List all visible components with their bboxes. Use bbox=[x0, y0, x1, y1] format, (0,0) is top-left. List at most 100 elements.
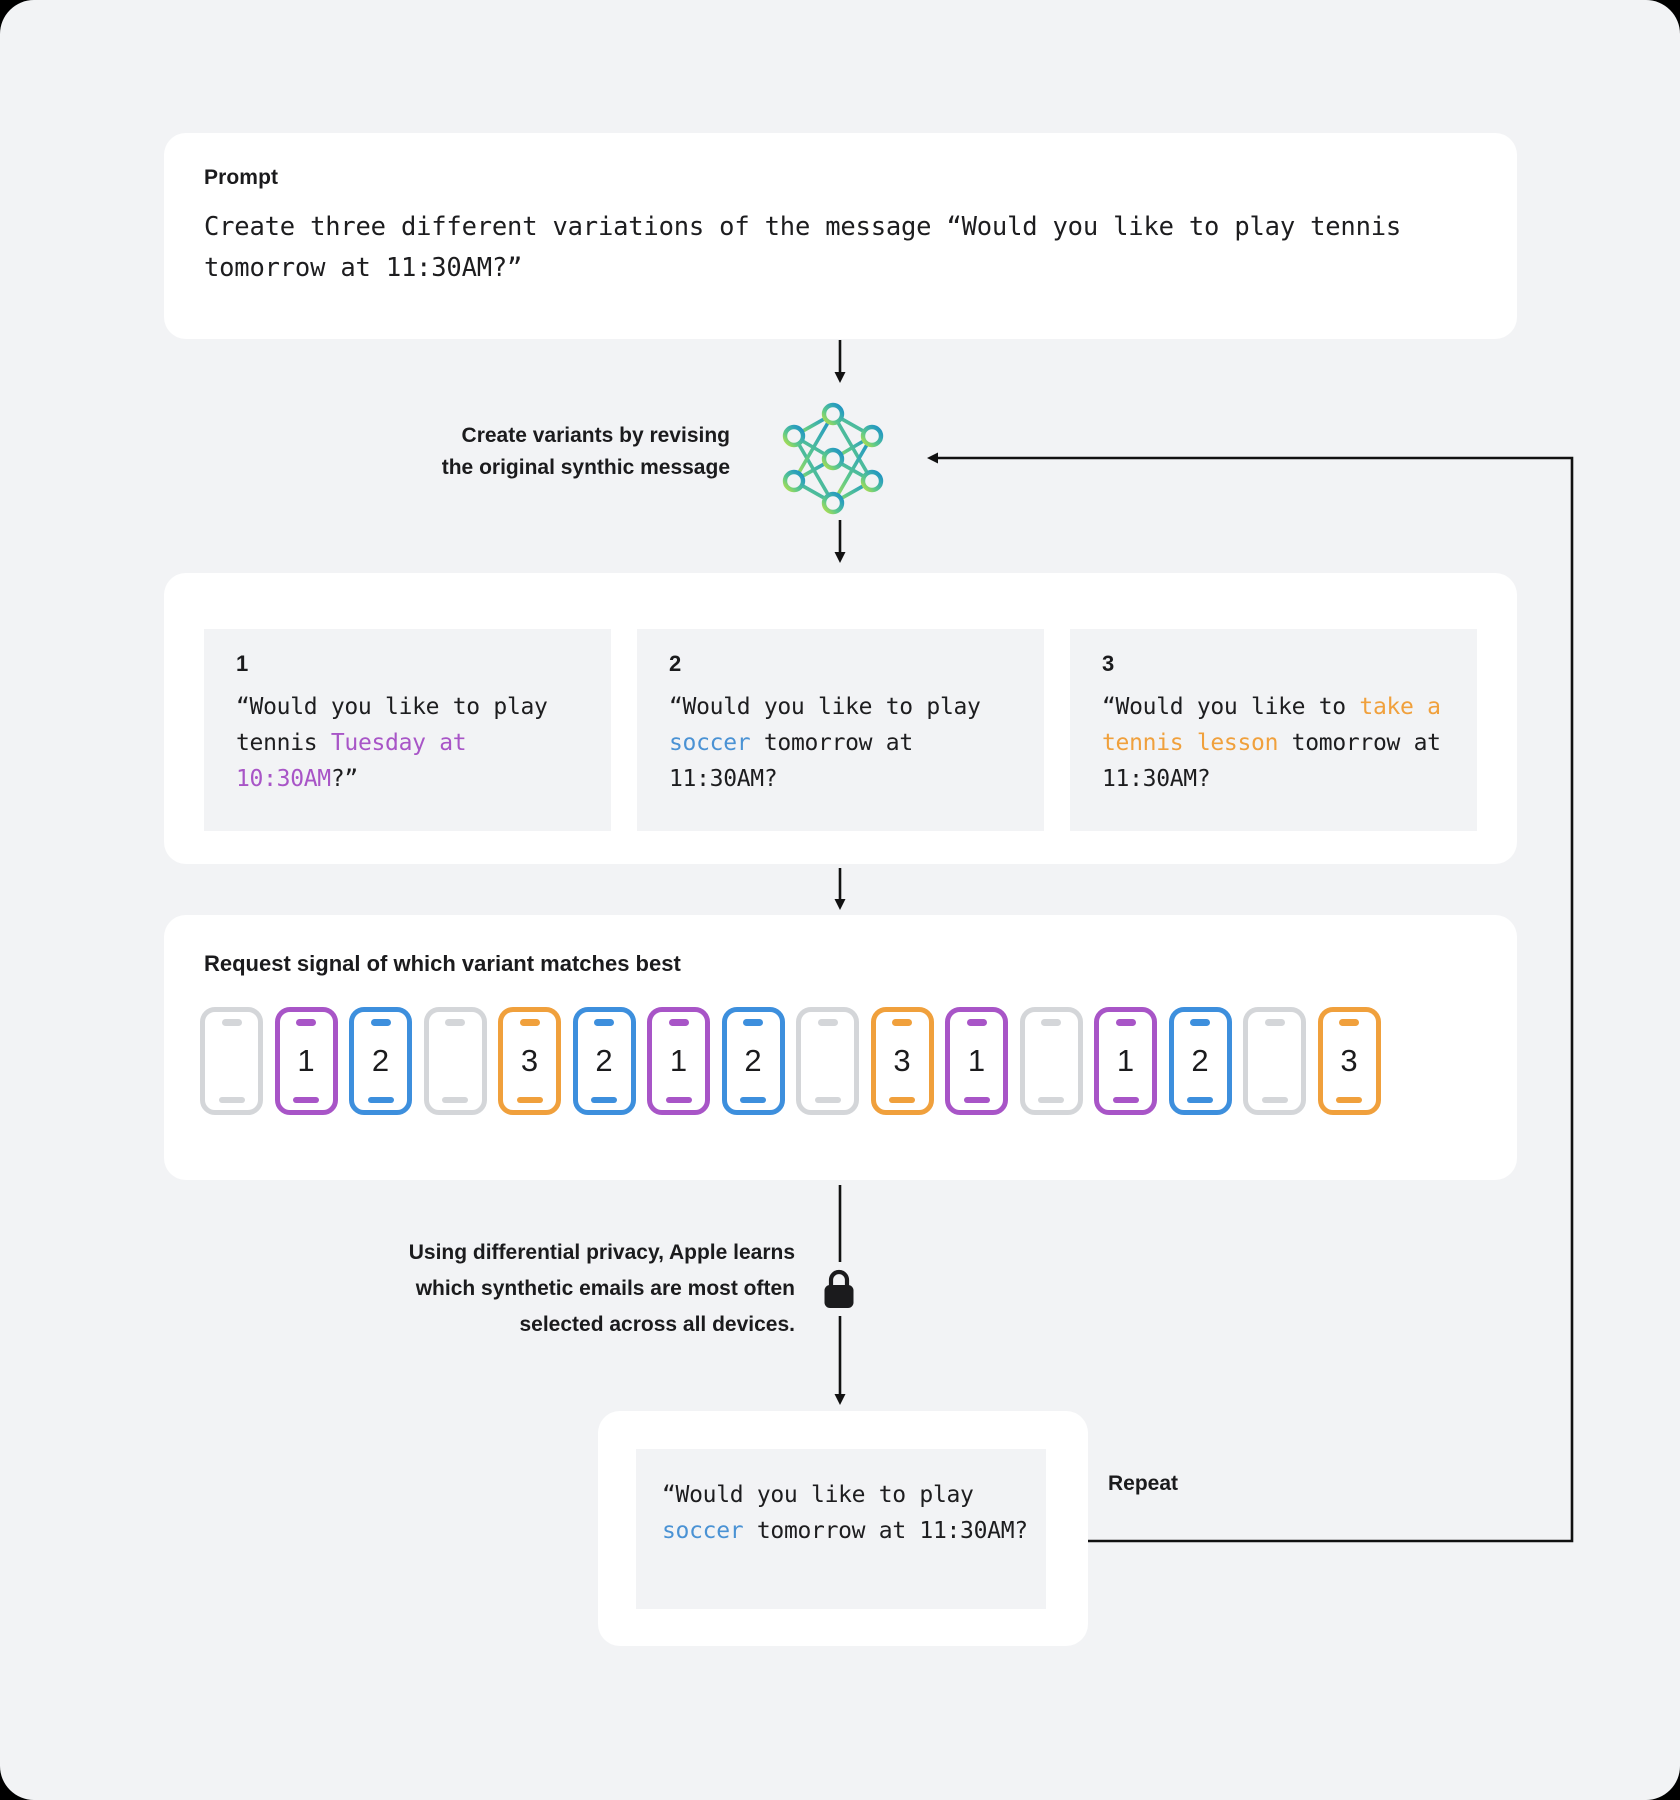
device-home-bar-icon bbox=[963, 1097, 990, 1103]
privacy-note-line2: which synthetic emails are most often bbox=[415, 1277, 795, 1300]
variant-message: “Would you like to take a tennis lesson … bbox=[1102, 689, 1462, 797]
device-notch-icon bbox=[1115, 1019, 1136, 1026]
device-home-bar-icon bbox=[740, 1097, 766, 1103]
device-notch-icon bbox=[668, 1019, 689, 1026]
device-variant-label: 1 bbox=[297, 1042, 315, 1078]
device-home-bar-icon bbox=[1187, 1097, 1213, 1103]
privacy-note-line1: Using differential privacy, Apple learns bbox=[408, 1241, 795, 1264]
device-notch-icon bbox=[1041, 1019, 1061, 1026]
device-home-bar-icon bbox=[665, 1097, 692, 1103]
device-variant-label: 2 bbox=[595, 1042, 613, 1078]
signal-title: Request signal of which variant matches … bbox=[204, 951, 681, 976]
lock-icon bbox=[824, 1269, 854, 1308]
device-no-selection[interactable] bbox=[1019, 1007, 1083, 1115]
device-notch-icon bbox=[1339, 1019, 1359, 1026]
device-notch-icon bbox=[221, 1019, 242, 1026]
variant-number: 1 bbox=[236, 651, 249, 676]
result-card: “Would you like to play soccer tomorrow … bbox=[598, 1411, 1088, 1646]
message-segment: ?” bbox=[330, 766, 358, 792]
message-segment: “Would you like to play bbox=[669, 694, 981, 720]
device-selected-variant-2[interactable]: 2 bbox=[721, 1007, 785, 1115]
device-variant-label: 2 bbox=[744, 1042, 762, 1078]
device-variant-label: 1 bbox=[669, 1042, 688, 1078]
device-notch-icon bbox=[743, 1019, 763, 1026]
device-notch-icon bbox=[296, 1019, 316, 1026]
device-no-selection[interactable] bbox=[1243, 1007, 1306, 1115]
privacy-note-line3: selected across all devices. bbox=[519, 1313, 795, 1336]
device-notch-icon bbox=[370, 1019, 391, 1026]
privacy-note: Using differential privacy, Apple learns… bbox=[250, 1235, 795, 1343]
device-notch-icon bbox=[1264, 1019, 1285, 1026]
device-selected-variant-2[interactable]: 2 bbox=[1168, 1007, 1232, 1115]
result-chip: “Would you like to play soccer tomorrow … bbox=[636, 1449, 1046, 1609]
device-selected-variant-2[interactable]: 2 bbox=[349, 1007, 412, 1115]
variant-number: 3 bbox=[1102, 651, 1115, 676]
message-segment: Tuesday at 10:30AM bbox=[236, 730, 467, 792]
message-segment: take a tennis lesson bbox=[1102, 694, 1441, 756]
device-notch-icon bbox=[594, 1019, 614, 1026]
prompt-label: Prompt bbox=[204, 166, 279, 189]
variant-card-3: 3 “Would you like to take a tennis lesso… bbox=[1070, 629, 1477, 831]
device-notch-icon bbox=[892, 1019, 912, 1026]
message-segment: tomorrow at 11:30AM? bbox=[743, 1518, 1028, 1544]
device-no-selection[interactable] bbox=[423, 1007, 487, 1115]
device-variant-label: 3 bbox=[520, 1042, 539, 1078]
device-selected-variant-1[interactable]: 1 bbox=[945, 1007, 1008, 1115]
signal-card: Request signal of which variant matches … bbox=[164, 915, 1517, 1180]
device-row: 1 2 3 2 1 2 3 1 1 2 3 bbox=[200, 1007, 1381, 1115]
device-home-bar-icon bbox=[442, 1097, 468, 1103]
device-home-bar-icon bbox=[516, 1097, 543, 1103]
device-home-bar-icon bbox=[367, 1097, 394, 1103]
device-home-bar-icon bbox=[889, 1097, 915, 1103]
device-variant-label: 2 bbox=[371, 1042, 390, 1078]
message-segment: “Would you like to play tennis bbox=[236, 694, 548, 756]
device-no-selection[interactable] bbox=[200, 1007, 263, 1115]
message-segment: soccer bbox=[669, 730, 751, 756]
variant-message: “Would you like to play soccer tomorrow … bbox=[669, 689, 1029, 797]
variant-number: 2 bbox=[669, 651, 682, 676]
message-segment: soccer bbox=[662, 1518, 744, 1544]
variant-card-1: 1 “Would you like to play tennis Tuesday… bbox=[204, 629, 611, 831]
variants-card: 1 “Would you like to play tennis Tuesday… bbox=[164, 573, 1517, 864]
device-selected-variant-1[interactable]: 1 bbox=[1094, 1007, 1157, 1115]
variant-card-2: 2 “Would you like to play soccer tomorro… bbox=[637, 629, 1044, 831]
variant-message: “Would you like to play tennis Tuesday a… bbox=[236, 689, 596, 797]
device-variant-label: 2 bbox=[1191, 1042, 1209, 1078]
prompt-text: Create three different variations of the… bbox=[204, 212, 1417, 283]
device-notch-icon bbox=[966, 1019, 987, 1026]
device-home-bar-icon bbox=[1038, 1097, 1064, 1103]
device-variant-label: 1 bbox=[1116, 1042, 1135, 1078]
device-variant-label: 3 bbox=[1340, 1042, 1358, 1078]
device-notch-icon bbox=[1190, 1019, 1210, 1026]
device-selected-variant-3[interactable]: 3 bbox=[1317, 1007, 1381, 1115]
create-variants-caption-line2: the original synthic message bbox=[441, 456, 730, 479]
device-variant-label: 1 bbox=[967, 1042, 986, 1078]
device-selected-variant-3[interactable]: 3 bbox=[870, 1007, 934, 1115]
prompt-card: Prompt Create three different variations… bbox=[164, 133, 1517, 339]
device-home-bar-icon bbox=[1336, 1097, 1362, 1103]
device-notch-icon bbox=[817, 1019, 838, 1026]
message-segment: tomorrow at 11:30AM? bbox=[669, 730, 913, 792]
device-selected-variant-1[interactable]: 1 bbox=[274, 1007, 338, 1115]
device-home-bar-icon bbox=[591, 1097, 617, 1103]
create-variants-caption-line1: Create variants by revising bbox=[461, 424, 730, 447]
device-selected-variant-1[interactable]: 1 bbox=[647, 1007, 710, 1115]
device-home-bar-icon bbox=[1112, 1097, 1139, 1103]
device-home-bar-icon bbox=[1261, 1097, 1288, 1103]
repeat-label: Repeat bbox=[1108, 1472, 1179, 1495]
device-selected-variant-3[interactable]: 3 bbox=[498, 1007, 561, 1115]
device-home-bar-icon bbox=[218, 1097, 245, 1103]
result-message: “Would you like to play soccer tomorrow … bbox=[662, 1477, 1032, 1549]
device-variant-label: 3 bbox=[893, 1042, 911, 1078]
message-segment: “Would you like to play bbox=[662, 1482, 974, 1508]
message-segment: “Would you like to bbox=[1102, 694, 1360, 720]
device-no-selection[interactable] bbox=[796, 1007, 859, 1115]
message-segment: tomorrow at 11:30AM? bbox=[1102, 730, 1441, 792]
device-selected-variant-2[interactable]: 2 bbox=[572, 1007, 636, 1115]
create-variants-caption: Create variants by revising the original… bbox=[330, 420, 730, 484]
device-home-bar-icon bbox=[814, 1097, 841, 1103]
device-notch-icon bbox=[445, 1019, 465, 1026]
